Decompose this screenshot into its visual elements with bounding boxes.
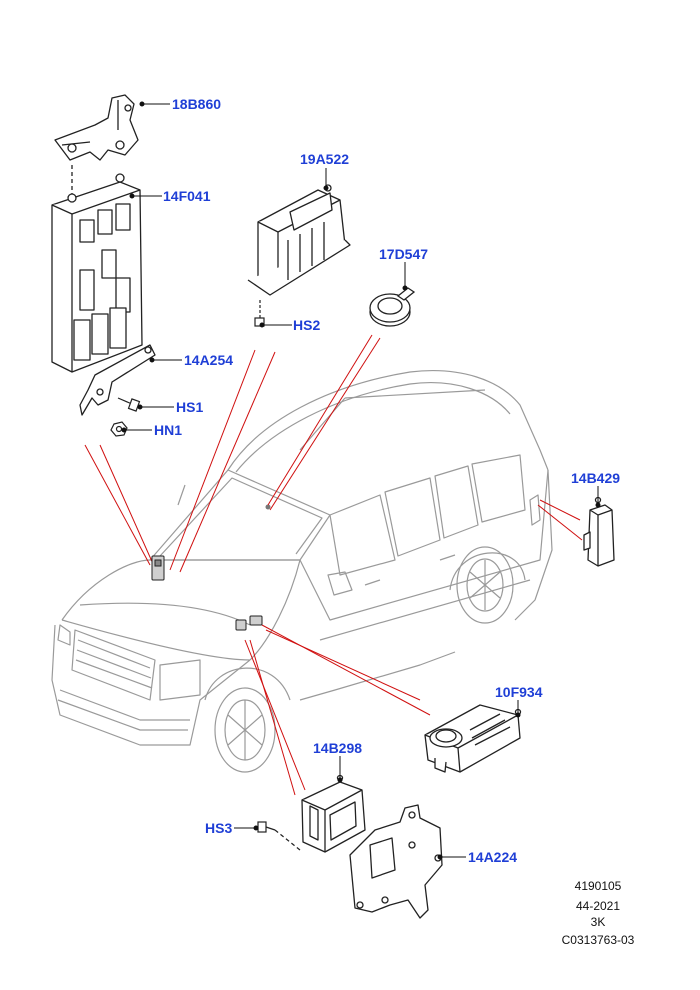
reference-drawing-id: C0313763-03	[561, 933, 635, 947]
nut-HN1	[110, 421, 128, 437]
callout-17D547: 17D547	[379, 246, 429, 262]
module-14F041	[51, 173, 143, 373]
bolt-HS1	[117, 397, 141, 412]
screw-HS2	[254, 300, 265, 327]
bracket-14A224	[349, 804, 443, 919]
callout-HS3: HS3	[205, 820, 233, 836]
callout-HN1: HN1	[154, 422, 183, 438]
location-leaders	[84, 334, 583, 796]
callout-leaders	[121, 101, 601, 860]
callout-14A254: 14A254	[184, 352, 234, 368]
reference-date: 44-2021	[575, 899, 621, 913]
screw-HS3	[257, 821, 301, 851]
vehicle-outline	[51, 370, 553, 773]
callout-HS1: HS1	[176, 399, 204, 415]
reference-number: 4190105	[574, 879, 622, 893]
callout-10F934: 10F934	[495, 684, 543, 700]
callout-14B429: 14B429	[571, 470, 621, 486]
bracket-18B860	[54, 94, 139, 195]
callout-14B298: 14B298	[313, 740, 363, 756]
module-10F934	[424, 704, 522, 773]
module-19A522	[247, 184, 351, 296]
bracket-14A254	[79, 344, 156, 416]
callout-14F041: 14F041	[163, 188, 211, 204]
callout-14A224: 14A224	[468, 849, 518, 865]
module-14B298	[301, 774, 366, 853]
callout-18B860: 18B860	[172, 96, 222, 112]
callout-HS2: HS2	[293, 317, 321, 333]
in-vehicle-markers	[151, 555, 263, 631]
callout-19A522: 19A522	[300, 151, 350, 167]
sensor-17D547	[369, 287, 416, 327]
reference-code: 3K	[590, 915, 606, 929]
module-14B429	[583, 496, 615, 567]
